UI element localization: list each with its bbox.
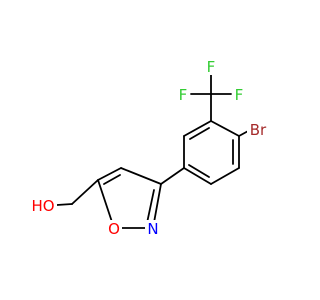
fluorine-right-label: F — [235, 86, 244, 104]
fluorine-atom-top: F — [205, 58, 218, 76]
ring-nitrogen-atom: N — [145, 220, 161, 238]
fluorine-top-label: F — [207, 58, 216, 76]
bond-benzene-c1-c2 — [210, 120, 240, 137]
bond-isoxazole-c4-c5 — [97, 167, 122, 181]
bromine-atom: Br — [247, 121, 269, 139]
bond-benzene-c3-c4 — [210, 167, 240, 185]
bond-aryl-isoxazole — [160, 167, 185, 185]
bromine-label: Br — [250, 121, 267, 139]
bond-c5-ch2 — [71, 179, 99, 205]
bond-ch2-oh — [56, 203, 73, 206]
ring-nitrogen-label: N — [147, 220, 158, 238]
bond-isoxazole-c3-c4 — [120, 167, 162, 185]
bond-benzene-c4-c5 — [183, 167, 212, 185]
hydroxyl-label: HO — [31, 197, 54, 215]
fluorine-atom-right: F — [232, 86, 245, 104]
ring-oxygen-atom: O — [106, 220, 122, 238]
bond-benzene-c4-c5-inner — [188, 164, 210, 178]
hydroxyl-group: HO — [31, 197, 57, 215]
fluorine-left-label: F — [179, 86, 188, 104]
fluorine-atom-left: F — [177, 86, 190, 104]
bonds — [56, 73, 251, 229]
bond-isoxazole-n-c3-inner — [146, 189, 155, 224]
atom-labels: Br F F F HO O N — [31, 58, 269, 238]
bond-benzene-c6-c1 — [183, 120, 212, 137]
bond-isoxazole-c4-c5-inner — [103, 174, 121, 185]
chemical-structure-diagram: Br F F F HO O N — [31, 58, 269, 238]
ring-oxygen-label: O — [108, 220, 120, 238]
bond-benzene-c6-c1-inner — [189, 127, 210, 140]
